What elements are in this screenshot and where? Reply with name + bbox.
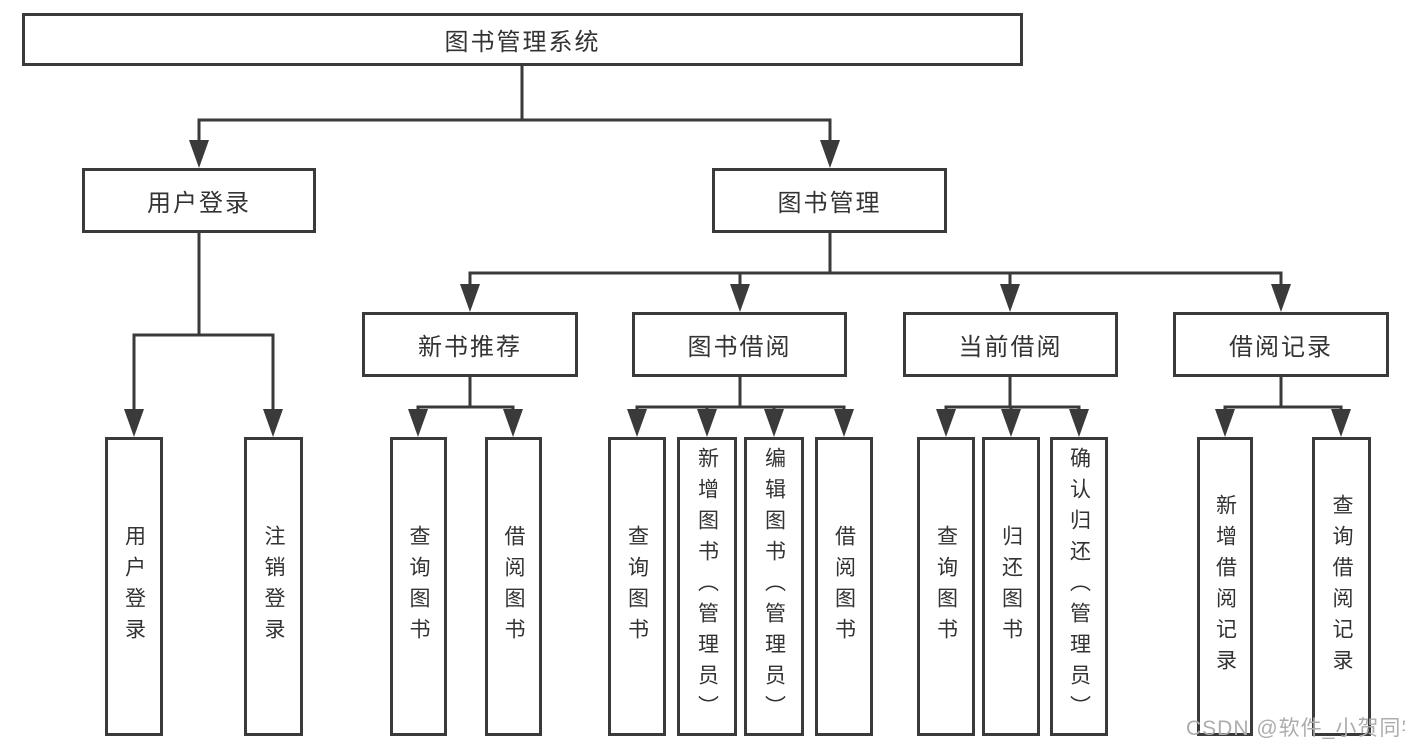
- leaf-add-books-admin: 新增图书（管理员）: [677, 437, 737, 736]
- node-current-borrowing: 当前借阅: [903, 312, 1118, 377]
- node-root-library-system: 图书管理系统: [22, 13, 1023, 66]
- leaf-query-books-current: 查询图书: [917, 437, 975, 736]
- leaf-borrow-books-borrowing: 借阅图书: [815, 437, 873, 736]
- node-user-login: 用户登录: [82, 168, 316, 233]
- leaf-user-login: 用户登录: [105, 437, 163, 736]
- leaf-borrow-books-recommend: 借阅图书: [485, 437, 542, 736]
- node-borrowing-records: 借阅记录: [1173, 312, 1389, 377]
- node-book-borrowing: 图书借阅: [632, 312, 847, 377]
- leaf-logout: 注销登录: [244, 437, 303, 736]
- leaf-query-borrow-record: 查询借阅记录: [1312, 437, 1371, 736]
- arrowhead-icons: [124, 140, 1351, 437]
- leaf-edit-books-admin: 编辑图书（管理员）: [744, 437, 804, 736]
- leaf-query-books-recommend: 查询图书: [390, 437, 447, 736]
- leaf-confirm-return-admin: 确认归还（管理员）: [1050, 437, 1108, 736]
- csdn-watermark: CSDN @软件_小贺同学: [1186, 717, 1405, 740]
- leaf-add-borrow-record: 新增借阅记录: [1197, 437, 1253, 736]
- leaf-return-books: 归还图书: [982, 437, 1040, 736]
- node-new-book-recommendation: 新书推荐: [362, 312, 578, 377]
- leaf-query-books-borrowing: 查询图书: [608, 437, 666, 736]
- node-book-management: 图书管理: [712, 168, 947, 233]
